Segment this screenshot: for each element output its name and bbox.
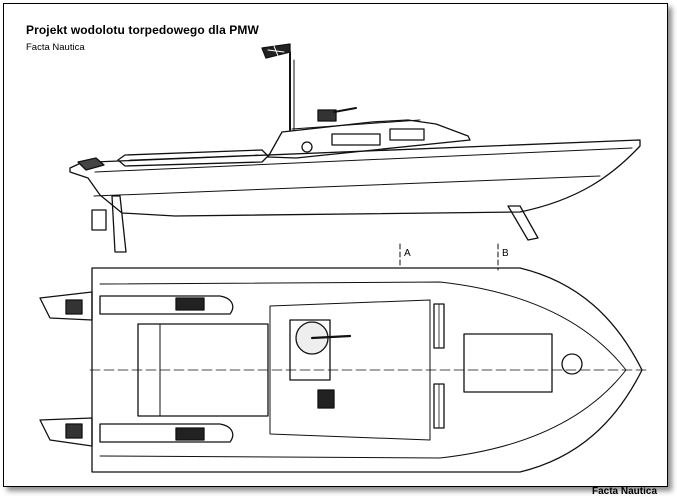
plan-view <box>39 267 649 473</box>
chine-line <box>93 175 601 197</box>
turret-gun <box>310 334 352 340</box>
window-1 <box>331 133 381 146</box>
front-foil-strut <box>507 205 539 241</box>
deckhouse <box>267 119 471 159</box>
drawing-frame <box>3 3 668 487</box>
torpedo-tube-side <box>117 149 269 167</box>
drawing-title: Projekt wodolotu torpedowego dla PMW <box>26 23 259 37</box>
torpedo-rack-lower <box>175 427 205 441</box>
deckhouse-roof <box>291 119 421 130</box>
sheer-line <box>94 147 633 173</box>
deckhouse-plan <box>269 299 431 441</box>
stern-motor-top <box>65 299 83 315</box>
section-markers <box>399 243 499 271</box>
rear-propeller-pod <box>91 209 107 231</box>
section-b-label: B <box>502 248 509 259</box>
stern-outrigger-top <box>39 291 93 321</box>
torpedo-tube-lower <box>99 423 234 443</box>
rear-foil-strut <box>111 195 127 253</box>
deck-gun-barrel <box>333 107 357 113</box>
stern-motor <box>77 157 105 171</box>
turret-base <box>289 319 331 381</box>
torpedo-rack-upper <box>175 297 205 311</box>
cockpit <box>137 323 269 417</box>
drawing-subtitle: Facta Nautica <box>26 42 85 53</box>
porthole <box>301 141 313 153</box>
torpedo-tube-upper <box>99 295 234 315</box>
hatch-mid <box>317 389 335 409</box>
deck-gun-mount <box>317 109 337 122</box>
stern-motor-bottom <box>65 423 83 439</box>
flag-emblem <box>267 45 285 57</box>
forward-hatch <box>463 333 553 393</box>
stern-outrigger-bottom <box>39 417 93 447</box>
torpedo-tube-hatch <box>129 154 259 161</box>
credit-label: Facta Nautica <box>592 486 658 497</box>
side-view <box>69 43 641 253</box>
window-2 <box>389 128 425 141</box>
section-a-label: A <box>404 248 411 259</box>
forward-vent <box>561 353 583 375</box>
